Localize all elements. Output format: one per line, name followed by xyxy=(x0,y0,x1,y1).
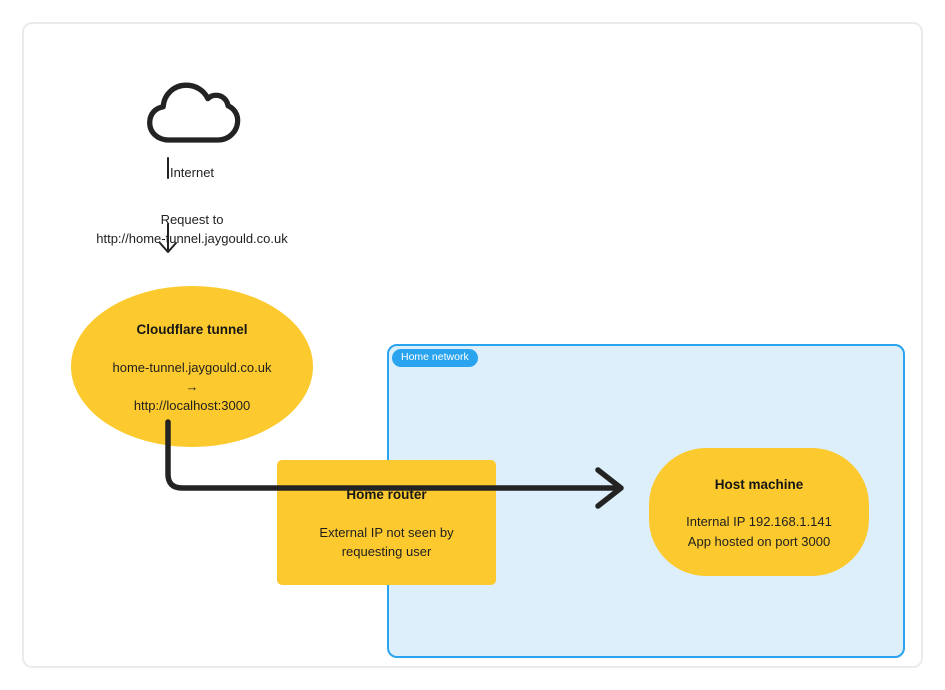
home-router-node: Home router External IP not seen by requ… xyxy=(277,460,496,585)
spacer xyxy=(649,494,869,512)
home-router-body-line1: External IP not seen by xyxy=(319,525,454,540)
cloudflare-tunnel-title: Cloudflare tunnel xyxy=(136,322,248,337)
request-line2: http://home-tunnel.jaygould.co.uk xyxy=(96,231,288,246)
cloudflare-tunnel-node: Cloudflare tunnel home-tunnel.jaygould.c… xyxy=(71,286,313,447)
home-router-title: Home router xyxy=(346,487,427,502)
right-arrow-glyph: → xyxy=(185,379,199,394)
diagram-frame: Internet Request to http://home-tunnel.j… xyxy=(22,22,923,668)
host-machine-title: Host machine xyxy=(714,477,804,492)
cloudflare-tunnel-hostname: home-tunnel.jaygould.co.uk xyxy=(112,360,272,375)
request-line1: Request to xyxy=(160,212,224,227)
home-network-label: Home network xyxy=(392,349,478,367)
home-router-body-line2: requesting user xyxy=(341,544,432,559)
cloud-icon xyxy=(147,82,241,143)
host-machine-node: Host machine Internal IP 192.168.1.141 A… xyxy=(649,448,869,576)
request-text: Request to http://home-tunnel.jaygould.c… xyxy=(52,210,332,248)
cloudflare-tunnel-target: http://localhost:3000 xyxy=(133,398,251,413)
host-machine-body-line2: App hosted on port 3000 xyxy=(687,534,831,549)
spacer xyxy=(71,339,313,358)
host-machine-body-line1: Internal IP 192.168.1.141 xyxy=(686,514,832,529)
spacer xyxy=(277,504,496,523)
internet-label: Internet xyxy=(169,165,215,180)
